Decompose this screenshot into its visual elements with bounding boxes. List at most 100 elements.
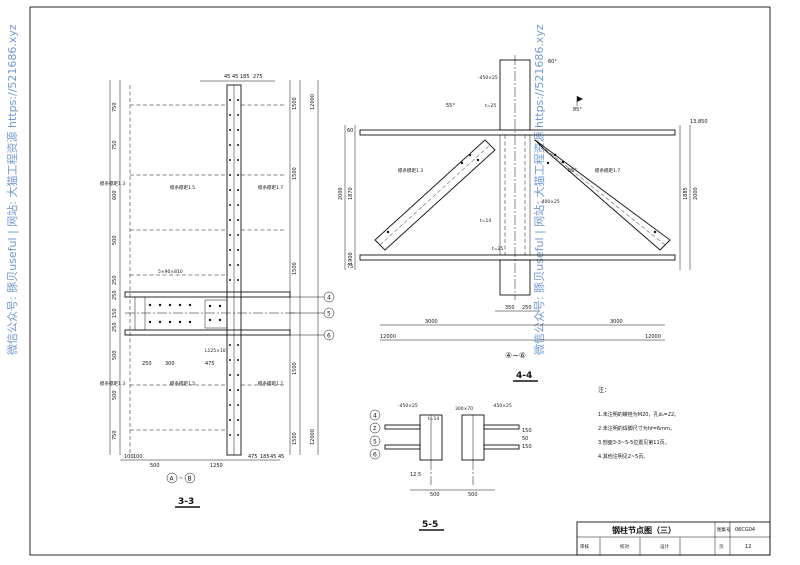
right-dims: 1500 1500 1500 1500 1500 12000 12000 [292, 94, 316, 445]
view44-side-dims: 2000 1870 1900 1885 2000 [338, 187, 699, 265]
angle-55a: 55° [446, 103, 455, 109]
watermark-right: 微信公众号: 豚贝useful | 网站: 大猫工程资源 https://521… [532, 24, 546, 355]
stiffener-note: L125×10 [205, 348, 226, 354]
watermark-left: 微信公众号: 豚贝useful | 网站: 大猫工程资源 https://521… [5, 24, 19, 355]
svg-text:100: 100 [124, 454, 134, 460]
left-dims: 750 750 600 500 250 250 150 250 500 500 … [112, 102, 118, 440]
beam-label-r: 檩条檩距1.7 [595, 167, 620, 174]
review-label: 审核 [580, 543, 589, 550]
brace-left-axis [379, 144, 491, 246]
brace-right [534, 139, 671, 251]
svg-text:50: 50 [522, 436, 528, 442]
brace-left [374, 139, 496, 251]
view-title-5-5: 5-5 [422, 520, 438, 530]
atlas-no-label: 图集号 [717, 526, 731, 533]
view-3-3: 檩条檩距1.3 檩条檩距1.5 檩条檩距1.7 檩条檩距1.3 檩条檩距1.5 … [100, 74, 335, 508]
svg-text:3000: 3000 [425, 319, 438, 325]
axis-bubble-b [184, 472, 196, 484]
svg-text:12000: 12000 [380, 334, 396, 340]
plate-mid-label: -400×25 [540, 199, 560, 205]
svg-text:250: 250 [112, 322, 118, 332]
svg-text:750: 750 [112, 140, 118, 150]
svg-text:12000: 12000 [645, 334, 661, 340]
svg-text:600: 600 [112, 190, 118, 200]
title-block-frame [576, 521, 771, 556]
beam-label-3: 檩条檩距1.7 [258, 184, 283, 191]
t25-label-2: t=25 [492, 246, 503, 252]
svg-text:45: 45 [278, 454, 284, 460]
note-2: 2.未注明的焊脚尺寸为hf=6mm。 [598, 425, 675, 432]
svg-text:2000: 2000 [338, 187, 344, 200]
check-label: 校对 [620, 543, 629, 550]
atlas-no: 06CG04 [735, 527, 755, 533]
axis-bubble-z [369, 422, 381, 434]
svg-text:1900: 1900 [348, 252, 354, 265]
svg-text:1500: 1500 [292, 432, 298, 445]
note-1: 1.未注明的螺栓为M20，孔d₀=22。 [598, 411, 679, 418]
svg-text:250: 250 [112, 290, 118, 300]
svg-text:250: 250 [142, 361, 152, 367]
page-label: 页 [719, 544, 724, 550]
bolt-group-beam [148, 303, 222, 324]
svg-text:500: 500 [112, 390, 118, 400]
axis-label-4: 4 [327, 295, 331, 302]
plate-top-label: -450×25 [478, 75, 498, 81]
sheet-border [29, 6, 771, 556]
svg-text:275: 275 [253, 74, 263, 80]
end-plate [134, 296, 146, 331]
beam-top-flange [124, 291, 291, 298]
svg-text:45: 45 [270, 454, 276, 460]
view-4-4: -450×25 t=25 t=25 t=14 -400×25 60° 55° 5… [338, 55, 708, 382]
axis-bubble-5b [369, 435, 381, 447]
svg-text:475: 475 [248, 454, 258, 460]
beam-label-l: 檩条檩距1.3 [398, 167, 423, 174]
member-l-top [384, 424, 421, 430]
svg-text:75: 75 [347, 264, 353, 270]
svg-text:300: 300 [165, 361, 175, 367]
axis-tilde: ~ [179, 476, 183, 482]
axis-label-5: 5 [327, 311, 331, 318]
svg-text:1500: 1500 [292, 97, 298, 110]
svg-text:45: 45 [224, 74, 230, 80]
svg-text:12000: 12000 [310, 94, 316, 110]
notes-heading: 注： [598, 386, 610, 394]
bottom-chord [359, 254, 676, 261]
member-l-bottom [384, 444, 421, 450]
svg-text:45: 45 [232, 74, 238, 80]
column-body [499, 134, 531, 256]
view55-bottom-dims: 500 500 [430, 492, 478, 498]
design-label: 设计 [660, 543, 669, 550]
beam-label-6: 檩条檩距1.7 [258, 380, 283, 387]
svg-text:500: 500 [468, 492, 478, 498]
axis-bubble-6b [369, 448, 381, 460]
svg-text:150: 150 [522, 428, 532, 434]
beam-label-1: 檩条檩距1.3 [100, 180, 125, 187]
plate-l-label: -450×25 [398, 403, 418, 409]
plate-r-label: -450×25 [492, 403, 512, 409]
svg-text:2000: 2000 [693, 187, 699, 200]
svg-text:1885: 1885 [683, 187, 689, 200]
drawing-title: 钢柱节点图（三） [612, 525, 676, 535]
svg-text:1870: 1870 [348, 187, 354, 200]
axis-label-z: Z [373, 426, 377, 432]
plate-note: 5×90×810 [158, 269, 183, 275]
axis-label-b: B [188, 476, 192, 483]
svg-text:250: 250 [112, 275, 118, 285]
svg-text:500: 500 [430, 492, 440, 498]
flag-icon [577, 96, 583, 102]
bolt-row-column [229, 99, 239, 436]
svg-text:1500: 1500 [292, 262, 298, 275]
view55-side-dims: 150 50 150 12.5 [410, 428, 532, 478]
svg-text:12000: 12000 [310, 429, 316, 445]
axis-bubble-4b [369, 409, 381, 421]
svg-text:100: 100 [133, 454, 143, 460]
svg-text:750: 750 [112, 102, 118, 112]
view44-small-dims: 60 75 [347, 128, 353, 270]
t25-label: t=25 [485, 103, 496, 109]
axis-bubble-6 [323, 329, 335, 341]
svg-text:12.5: 12.5 [410, 472, 421, 478]
beam-label-2: 檩条檩距1.5 [170, 184, 195, 191]
axis-label-6b: 6 [373, 452, 377, 459]
svg-text:1500: 1500 [292, 362, 298, 375]
svg-text:475: 475 [205, 361, 215, 367]
